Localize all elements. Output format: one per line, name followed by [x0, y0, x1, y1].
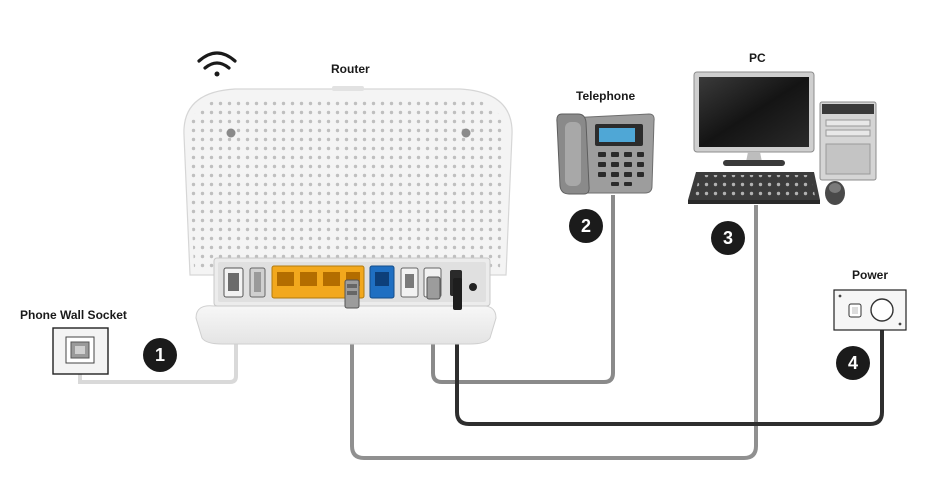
pc-monitor: [693, 71, 815, 166]
telephone-label: Telephone: [576, 89, 636, 103]
keyboard: [688, 172, 820, 204]
step-badge-2: 2: [569, 209, 603, 243]
power-label: Power: [852, 268, 889, 282]
phone-cable: [431, 195, 615, 384]
step-badge-1: 1: [143, 338, 177, 372]
router-label: Router: [331, 62, 370, 76]
pc-tower: [819, 101, 877, 181]
power-outlet: [833, 289, 907, 331]
router-device: [183, 86, 513, 345]
wifi-icon: [197, 51, 237, 77]
telephone-device: [556, 113, 655, 195]
step-badge-3: 3: [711, 221, 745, 255]
mouse: [825, 181, 845, 205]
power-cable: [455, 308, 884, 426]
ethernet-cable: [350, 205, 758, 460]
wall-socket: [52, 327, 109, 375]
dsl-cable: [78, 298, 238, 384]
phone-wall-socket-label: Phone Wall Socket: [20, 308, 127, 322]
pc-label: PC: [749, 51, 766, 65]
step-badge-4: 4: [836, 346, 870, 380]
